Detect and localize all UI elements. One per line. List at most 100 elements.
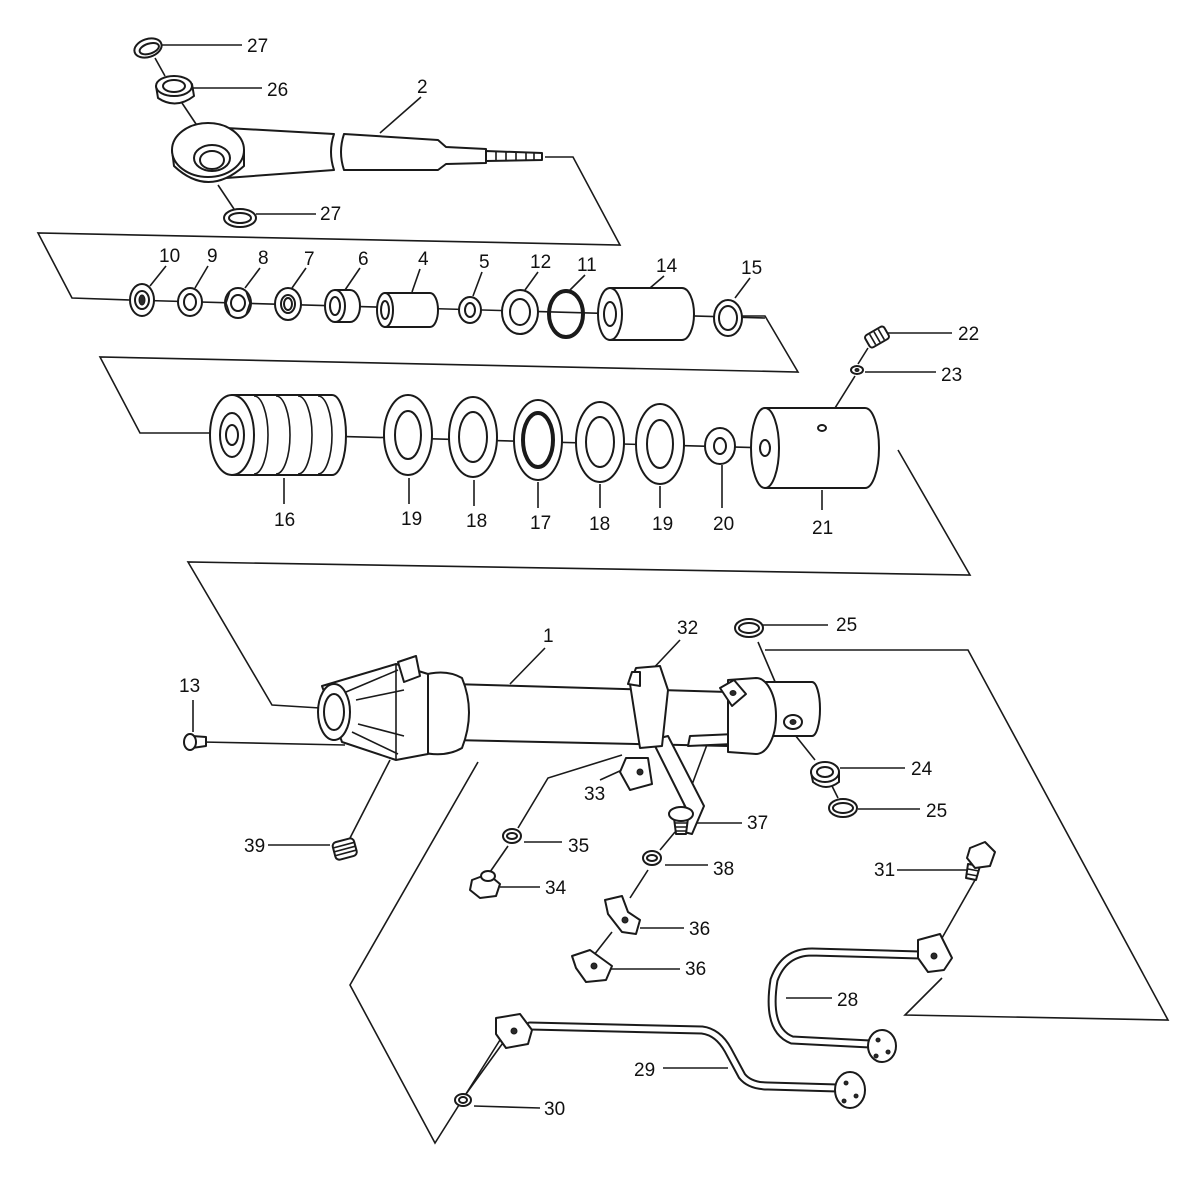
part-26-bushing xyxy=(155,75,195,105)
part-15-wiper xyxy=(713,299,743,337)
callout-6: 6 xyxy=(358,249,369,270)
tube-29-flange-holes xyxy=(841,1080,859,1104)
callout-30: 30 xyxy=(544,1099,565,1120)
assembly-line-head-to-tube-29 xyxy=(349,761,501,1145)
leader-line xyxy=(244,267,261,289)
part-30-o-ring xyxy=(454,1093,472,1107)
assembly-line-screw-to-washer-38 xyxy=(659,831,676,851)
part-25-upper-plug xyxy=(734,618,764,638)
part-21-piston-body xyxy=(750,407,880,489)
part-1-cylinder-tube xyxy=(317,655,821,761)
part-6-sleeve xyxy=(324,289,361,323)
rod-shaft-section-2 xyxy=(340,133,487,171)
callout-19-left: 19 xyxy=(401,509,422,530)
nut-hex-edges xyxy=(225,290,251,316)
clamp-piece-hole xyxy=(590,962,598,970)
callout-18-right: 18 xyxy=(589,514,610,535)
part-13-screw xyxy=(183,733,207,751)
rod-shaft-section-1 xyxy=(225,127,335,179)
callout-13: 13 xyxy=(179,676,200,697)
bolt-head xyxy=(966,841,996,869)
part-31-bolt xyxy=(965,841,996,881)
callout-32: 32 xyxy=(677,618,698,639)
ring-inner xyxy=(509,298,531,326)
part-5-washer xyxy=(458,296,482,324)
tube-29-block-hole xyxy=(510,1027,518,1035)
washer-inner xyxy=(183,293,197,311)
plug-inner xyxy=(832,802,854,814)
barrel xyxy=(451,683,729,747)
tube-28-block-hole xyxy=(930,952,938,960)
part-35-washer xyxy=(502,828,522,844)
seal-inner xyxy=(394,410,422,460)
leader-line xyxy=(344,267,361,291)
callout-39: 39 xyxy=(244,836,265,857)
callout-35: 35 xyxy=(568,836,589,857)
callout-37: 37 xyxy=(747,813,768,834)
part-8-nut xyxy=(224,287,252,319)
front-head-ribs xyxy=(345,664,405,760)
clamp-piece-hole xyxy=(621,916,629,924)
tube-28-flange xyxy=(867,1029,897,1063)
o-ring xyxy=(547,289,585,339)
part-2-piston-rod xyxy=(171,122,543,183)
front-head-bore xyxy=(323,693,345,731)
part-23-ball xyxy=(850,365,864,375)
set-screw-threads xyxy=(332,841,357,857)
assembly-line-clamp-to-washer-35 xyxy=(517,754,623,829)
callout-38: 38 xyxy=(713,859,734,880)
part-11-o-ring xyxy=(547,289,585,339)
callout-9: 9 xyxy=(207,246,218,267)
rear-boss-hole xyxy=(729,690,737,696)
leader-line xyxy=(734,277,751,299)
assembly-line-washer-to-nut-34 xyxy=(489,845,509,873)
callout-2: 2 xyxy=(417,77,428,98)
callout-16: 16 xyxy=(274,510,295,531)
washer-inner xyxy=(464,302,476,318)
piston-disc-edges xyxy=(253,395,333,475)
part-37-screw xyxy=(668,806,694,835)
callout-34: 34 xyxy=(545,878,567,899)
assembly-line-clamp-36-to-clamp-36 xyxy=(593,931,613,956)
assembly-line-cap-to-ring-25 xyxy=(757,641,777,685)
leader-line xyxy=(149,265,167,287)
callout-27-upper: 27 xyxy=(247,36,268,57)
rear-cap-port-inner xyxy=(789,719,797,725)
part-10-nut xyxy=(129,283,155,317)
callout-25-lower: 25 xyxy=(926,801,947,822)
part-27-upper-ring xyxy=(133,37,163,59)
callout-31: 31 xyxy=(874,860,895,881)
piston-body xyxy=(231,394,347,476)
callout-7: 7 xyxy=(304,249,315,270)
assembly-line-row2-to-row3 xyxy=(98,315,800,434)
clamp-piece-body xyxy=(604,895,641,935)
clamp-half-hole xyxy=(636,768,644,776)
body-side-hole xyxy=(817,424,827,432)
callout-14: 14 xyxy=(656,256,678,277)
assembly-line-head-to-setscrew xyxy=(349,759,391,839)
screw-threads xyxy=(675,822,687,832)
part-19-seal xyxy=(635,403,685,485)
ring-inner xyxy=(283,297,293,311)
body-bore xyxy=(759,439,771,457)
bushing-bore xyxy=(162,79,186,93)
tube-28-flange-holes xyxy=(873,1037,891,1059)
callout-27-lower: 27 xyxy=(320,204,341,225)
part-33-clamp-half xyxy=(619,757,653,791)
callout-28: 28 xyxy=(837,990,858,1011)
sleeve-bore xyxy=(329,296,341,316)
spacer-body xyxy=(384,292,439,328)
assembly-line-eye-to-ring xyxy=(217,184,235,210)
seal-inner xyxy=(521,411,555,469)
leader-line xyxy=(599,769,623,781)
callout-15: 15 xyxy=(741,258,762,279)
leader-line xyxy=(201,741,346,746)
callout-labels: 27 26 2 27 10 9 8 7 6 4 5 12 11 14 15 22… xyxy=(159,36,979,1120)
assembly-line-fitting-to-ball xyxy=(857,347,869,365)
leader-line xyxy=(379,96,422,134)
callout-36-upper: 36 xyxy=(689,919,710,940)
part-27-lower-ring xyxy=(223,208,257,228)
wiper-inner xyxy=(718,305,738,331)
rod-thread xyxy=(485,150,543,162)
callout-26: 26 xyxy=(267,80,288,101)
